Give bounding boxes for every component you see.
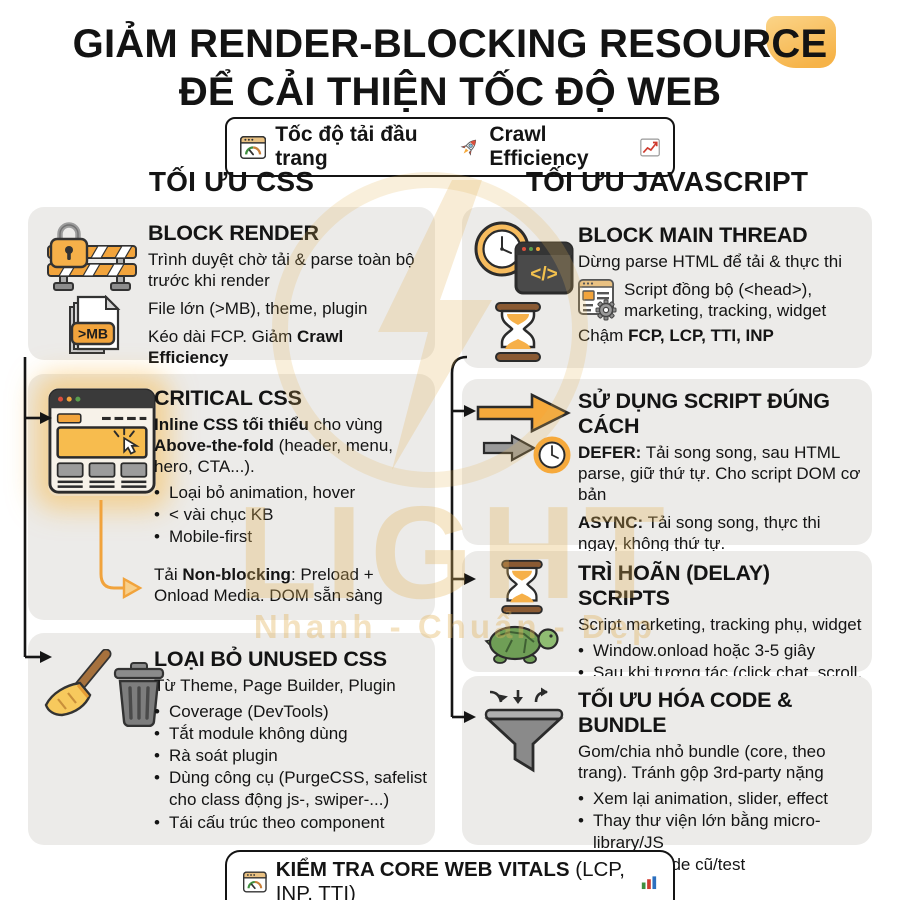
bullet-list: •Loại bỏ animation, hover •< vài chục KB…: [154, 482, 427, 548]
script-gear-icon: [578, 279, 617, 321]
subtitle-speed-label: Tốc độ tải đầu trang: [275, 123, 418, 170]
card-text: File lớn (>MB), theme, plugin: [148, 299, 368, 319]
card-text: DEFER: Tải song song, sau HTML parse, gi…: [578, 443, 861, 505]
card-text: Kéo dài FCP. Giảm Crawl Efficiency: [148, 327, 344, 368]
card-title: LOẠI BỎ UNUSED CSS: [154, 647, 387, 671]
card-unused-css: LOẠI BỎ UNUSED CSS Từ Theme, Page Builde…: [28, 633, 435, 845]
page-title: GIẢM RENDER-BLOCKING RESOURCE ĐỂ CẢI THI…: [0, 20, 900, 116]
list-item: •Dùng công cụ (PurgeCSS, safelist cho cl…: [154, 768, 427, 810]
big-file-icon: >MB: [69, 295, 121, 354]
clock-code-icon: </>: [474, 221, 574, 295]
card-text: Dừng parse HTML để tải & thực thi: [578, 252, 843, 271]
column-header-javascript: TỐI ƯU JAVASCRIPT: [525, 166, 809, 197]
list-item: •Coverage (DevTools): [154, 702, 329, 722]
card-text: Trình duyệt chờ tải & parse toàn bộ trướ…: [148, 250, 415, 291]
broom-icon: [44, 649, 112, 717]
browser-critical-icon: [48, 388, 156, 496]
list-item: •Tắt module không dùng: [154, 724, 348, 744]
file-size-badge: >MB: [78, 326, 108, 342]
title-highlight: [766, 16, 836, 68]
card-text: Gom/chia nhỏ bundle (core, theo trang). …: [578, 742, 826, 783]
list-item: •Tái cấu trúc theo component: [154, 812, 385, 832]
list-item: •Loại bỏ animation, hover: [154, 483, 356, 503]
subtitle-badge: Tốc độ tải đầu trang Crawl Efficiency: [225, 117, 675, 177]
card-title: TỐI ƯU HÓA CODE & BUNDLE: [578, 688, 793, 737]
card-title: TRÌ HOÃN (DELAY) SCRIPTS: [578, 561, 770, 610]
code-glyph: </>: [530, 264, 557, 285]
list-item: •Window.onload hoặc 3-5 giây: [578, 641, 816, 661]
lock-barrier-icon: [47, 222, 137, 291]
card-script-usage: SỬ DỤNG SCRIPT ĐÚNG CÁCH DEFER: Tải song…: [462, 379, 872, 595]
card-title: BLOCK RENDER: [148, 221, 319, 245]
turtle-icon: [484, 625, 559, 664]
footer-text: KIỂM TRA CORE WEB VITALS (LCP, INP, TTI): [275, 858, 626, 900]
card-text: ASYNC: Tải song song, thực thi ngay, khô…: [578, 513, 821, 554]
card-title: SỬ DỤNG SCRIPT ĐÚNG CÁCH: [578, 389, 830, 438]
card-title: BLOCK MAIN THREAD: [578, 223, 808, 247]
card-text: Inline CSS tối thiểu cho vùng Above-the-…: [154, 415, 394, 477]
hourglass-icon: [501, 559, 543, 615]
bullet-list: •Coverage (DevTools) •Tắt module không d…: [154, 701, 427, 834]
list-item: •Thay thư viện lớn bằng micro-library/JS: [578, 811, 821, 853]
funnel-icon: [484, 687, 564, 773]
trash-icon: [113, 662, 165, 727]
line-chart-icon: [640, 138, 660, 156]
card-critical-css: CRITICAL CSS Inline CSS tối thiểu cho vù…: [28, 374, 435, 620]
card-text: Script marketing, tracking phụ, widget: [578, 615, 862, 634]
list-item: •Rà soát plugin: [154, 746, 278, 766]
card-optimize-bundle: TỐI ƯU HÓA CODE & BUNDLE Gom/chia nhỏ bu…: [462, 676, 872, 874]
card-text: Script đồng bộ (<head>), marketing, trac…: [624, 280, 827, 321]
card-text: Chậm FCP, LCP, TTI, INP: [578, 326, 774, 346]
hourglass-icon: [495, 302, 541, 362]
column-header-css: TỐI ƯU CSS: [148, 166, 315, 197]
title-line-2: ĐỂ CẢI THIỆN TỐC ĐỘ WEB: [178, 70, 722, 114]
speedometer-icon: [243, 871, 267, 893]
subtitle-crawl-label: Crawl Efficiency: [489, 123, 589, 170]
card-block-render: >MB BLOCK RENDER Trình duyệt chờ tải & p…: [28, 207, 435, 367]
card-block-main-thread: </> BLOCK MAIN THREAD Dừng parse HTML để…: [462, 207, 872, 368]
list-item: •< vài chục KB: [154, 505, 274, 525]
list-item: •Xem lại animation, slider, effect: [578, 789, 828, 809]
card-title: CRITICAL CSS: [154, 386, 302, 410]
footer-badge: KIỂM TRA CORE WEB VITALS (LCP, INP, TTI): [225, 850, 675, 900]
defer-async-arrows-icon: [476, 392, 571, 474]
card-delay-scripts: TRÌ HOÃN (DELAY) SCRIPTS Script marketin…: [462, 551, 872, 704]
list-item: •Mobile-first: [154, 527, 253, 547]
rocket-icon: [460, 139, 477, 156]
non-blocking-note: Tải Non-blocking: Preload + Onload Media…: [154, 565, 383, 606]
speedometer-icon: [240, 135, 267, 159]
bar-chart-icon: [641, 875, 656, 889]
card-text: Từ Theme, Page Builder, Plugin: [154, 676, 396, 695]
title-line-1: GIẢM RENDER-BLOCKING RESOURCE: [72, 22, 828, 66]
